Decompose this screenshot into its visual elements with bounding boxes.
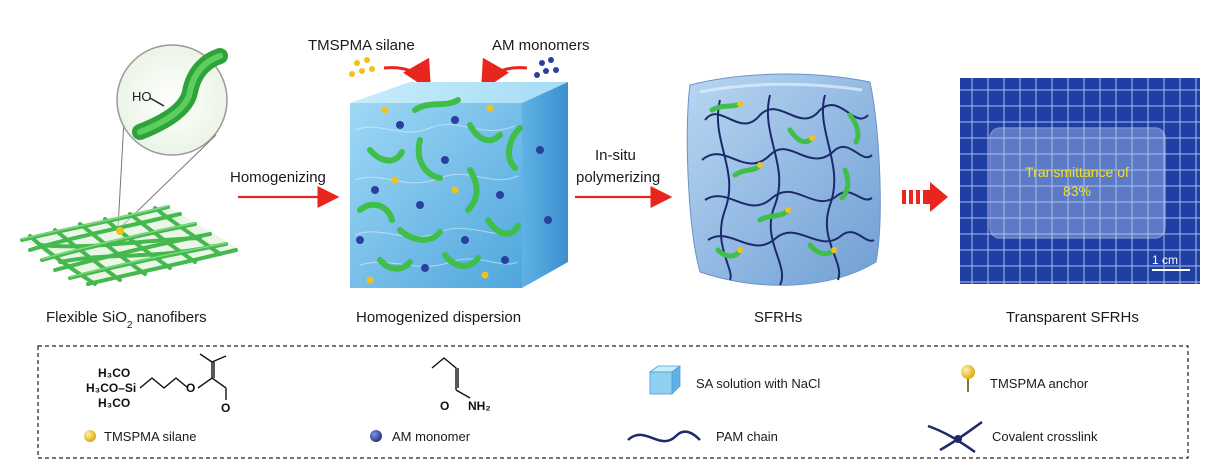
legend-border [37, 345, 1189, 459]
panel-dispersion: TMSPMA silane AM monomers [308, 37, 590, 326]
silane-legend-icon [84, 430, 96, 442]
am-o: O [440, 399, 449, 413]
silane-dots-top [349, 57, 375, 77]
gel-body [686, 73, 881, 286]
zoom-line-left [117, 119, 125, 229]
cube-top [350, 82, 568, 103]
homogenizing-label: Homogenizing [230, 169, 326, 186]
cube-monomers [356, 116, 552, 272]
transparent-gel [989, 127, 1166, 239]
legend-sa-solution: SA solution with NaCl [696, 376, 820, 391]
caption-sfrhs: SFRHs [754, 309, 802, 326]
am-nh2: NH₂ [468, 399, 491, 413]
monomer-dots-top [534, 57, 559, 78]
arrow-transparent [902, 182, 948, 212]
sa-solution-icon [648, 365, 682, 395]
caption-dispersion: Homogenized dispersion [356, 309, 521, 326]
formula-line-1: H₃CO [98, 366, 130, 380]
panel-transparent: Transmittance of 83% 1 cm Transparent SF… [960, 78, 1200, 326]
insitu-label-line2: polymerizing [576, 169, 660, 186]
silane-on-fiber [116, 227, 124, 235]
carbonyl-o: O [221, 401, 230, 415]
legend-tmspma-silane: TMSPMA silane [104, 429, 196, 444]
pam-network [701, 94, 875, 286]
tmspma-silane-top-label: TMSPMA silane [308, 37, 415, 54]
pam-chain-icon [627, 430, 701, 443]
cube-side [522, 82, 568, 288]
transmittance-line2: 83% [1063, 183, 1091, 199]
ho-bond [149, 97, 165, 107]
tmspma-anchor-icon [961, 365, 975, 392]
cube-front [350, 103, 522, 288]
transmittance-line1: Transmittance of [1025, 164, 1129, 180]
ho-label: HO [132, 89, 152, 104]
formula-line-2: H₃CO–Si [86, 381, 136, 395]
fiber-mat [20, 205, 238, 286]
insitu-label-line1: In-situ [595, 147, 636, 164]
legend-pam-chain: PAM chain [716, 429, 778, 444]
arrow-homogenizing: Homogenizing [230, 169, 340, 208]
caption-transparent: Transparent SFRHs [1006, 309, 1139, 326]
panel-sfrhs: SFRHs [686, 73, 881, 326]
legend-am-monomer: AM monomer [392, 429, 471, 444]
ester-o: O [186, 381, 195, 395]
cube-fibers [357, 97, 523, 272]
crosslink-icon [927, 420, 983, 454]
photo-grid [960, 78, 1200, 284]
caption-nanofibers: Flexible SiO2 nanofibers [46, 309, 207, 331]
am-monomers-top-label: AM monomers [492, 37, 590, 54]
legend-tmspma-anchor: TMSPMA anchor [990, 376, 1089, 391]
legend-covalent-crosslink: Covalent crosslink [992, 429, 1098, 444]
monomer-legend-icon [370, 430, 382, 442]
legend-box: H₃CO H₃CO–Si H₃CO O O TMSPMA silane O NH… [37, 345, 1189, 459]
gel-anchors [737, 101, 837, 253]
arrow-polymerizing: In-situ polymerizing [575, 147, 673, 208]
formula-line-3: H₃CO [98, 396, 130, 410]
am-structure: O NH₂ [431, 357, 491, 413]
tmspma-structure: H₃CO H₃CO–Si H₃CO O O [86, 353, 230, 415]
scale-bar-label: 1 cm [1152, 253, 1178, 267]
panel-nanofibers: HO [20, 44, 238, 331]
cube-silanes [366, 104, 494, 284]
